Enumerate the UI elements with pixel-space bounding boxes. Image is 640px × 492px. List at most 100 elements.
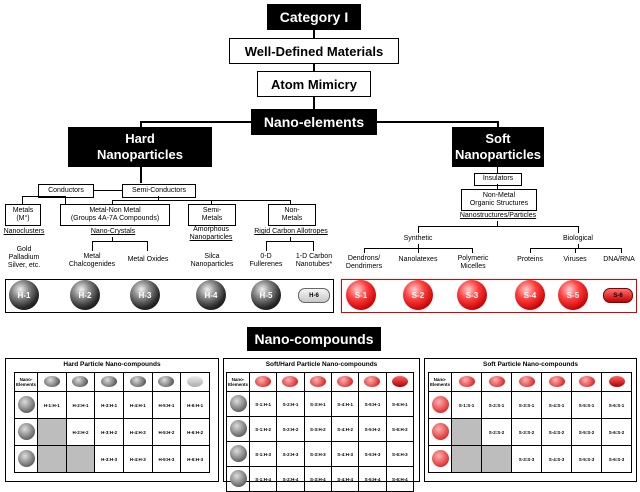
compound-cell: S-5:S-3	[571, 445, 602, 473]
hard-element-sphere: H-4	[196, 280, 226, 310]
compound-cell: S-6:H-4	[385, 466, 415, 492]
row-header-sphere	[17, 450, 35, 467]
column-header-sphere	[72, 376, 89, 387]
connector	[266, 241, 314, 242]
row-header	[226, 466, 250, 492]
connector	[418, 244, 419, 248]
compound-cell: S-3:H-3	[303, 441, 332, 467]
row-header-sphere	[229, 395, 247, 412]
row-header	[14, 445, 38, 473]
compound-cell: S-3:H-4	[303, 466, 332, 492]
connector	[418, 226, 578, 227]
connector	[313, 64, 315, 71]
nanotubes-line2: Nanotubes*	[295, 261, 333, 269]
row-header-sphere	[17, 396, 35, 413]
connector	[211, 200, 212, 204]
silica-line1: Silca	[204, 253, 220, 260]
non-metals-line1: Non-	[284, 206, 300, 214]
compound-cell	[451, 445, 482, 473]
corner-line1: Nano-	[19, 377, 33, 382]
column-header	[601, 372, 632, 392]
conductors-box: Conductors	[38, 184, 94, 198]
connector	[290, 200, 291, 204]
connector	[578, 244, 579, 248]
semi-metals-box: Semi- Metals	[188, 204, 236, 226]
column-header	[358, 372, 387, 392]
corner-cell: Nano-Elements	[14, 372, 38, 392]
column-header-sphere	[337, 376, 354, 387]
connector	[497, 121, 499, 127]
compound-cell: H-5:H-3	[151, 445, 182, 473]
silica-line2: Nanoparticles	[190, 261, 234, 269]
amorphous-label: Amorphous Nanoparticles	[183, 226, 239, 242]
corner-cell: Nano-Elements	[226, 372, 250, 392]
compound-cell: S-5:S-1	[571, 391, 602, 419]
silica-label: Silca Nanoparticles	[184, 253, 240, 269]
column-header	[37, 372, 67, 392]
soft-element-sphere: S-4	[515, 280, 545, 310]
compound-cell: S-2:S-1	[481, 391, 512, 419]
non-metals-line2: Metals	[281, 215, 303, 222]
polymeric-line1: Polymeric	[457, 255, 489, 262]
connector	[65, 196, 66, 204]
compound-cell: S-5:S-2	[571, 418, 602, 446]
synthetic-label: Synthetic	[403, 235, 433, 242]
gold-line2: Palladium	[8, 254, 40, 262]
metal-nonmetal-box: Metal-Non Metal (Groups 4A-7A Compounds)	[60, 204, 170, 226]
soft-element-sphere: S-1	[346, 280, 376, 310]
compound-cell: H-3:H-2	[94, 418, 124, 446]
column-header-sphere	[518, 376, 535, 387]
column-header	[451, 372, 482, 392]
softhard-compounds-title: Soft/Hard Particle Nano-compounds	[265, 361, 378, 368]
rigid-carbon-label: Rigid Carbon Allotropes	[254, 228, 328, 235]
connector	[92, 241, 93, 251]
dna-capsule: S-6	[603, 288, 633, 303]
row-header	[14, 391, 38, 419]
row-header-sphere	[229, 445, 247, 462]
dna-label: DNA/RNA	[603, 256, 635, 263]
column-header	[180, 372, 210, 392]
compound-cell	[37, 418, 67, 446]
metals-box: Metals (M°)	[5, 204, 41, 226]
compound-cell: S-4:H-3	[330, 441, 360, 467]
column-header	[571, 372, 602, 392]
amorphous-line2: Nanoparticles	[189, 234, 233, 242]
column-header-sphere	[255, 376, 272, 387]
gold-label: Gold Palladium Silver, etc.	[0, 246, 48, 270]
gold-line1: Gold	[16, 246, 32, 253]
compound-cell: S-3:S-3	[511, 445, 542, 473]
column-header	[330, 372, 360, 392]
column-header-sphere	[282, 376, 299, 387]
proteins-label: Proteins	[517, 256, 543, 263]
row-header-sphere	[431, 396, 449, 413]
column-header	[511, 372, 542, 392]
connector	[112, 237, 113, 241]
connector	[497, 221, 498, 226]
connector	[575, 248, 576, 253]
dendrons-label: Dendrons/ Dendrimers	[338, 255, 390, 271]
nanolatexes-label: Nanolatexes	[398, 256, 438, 263]
compound-cell: H-3:H-3	[94, 445, 124, 473]
hard-element-label: H-1	[17, 290, 31, 300]
row-header-sphere	[229, 420, 247, 437]
hard-compounds-title: Hard Particle Nano-compounds	[63, 361, 161, 368]
corner-line1: Nano-	[433, 377, 447, 382]
connector	[377, 121, 498, 123]
nonmetal-organic-box: Non-Metal Organic Structures	[461, 189, 537, 211]
soft-title-line1: Soft	[485, 131, 511, 147]
compound-cell: S-5:H-4	[358, 466, 387, 492]
compound-cell: S-1:S-1	[451, 391, 482, 419]
compound-cell: S-2:H-4	[276, 466, 305, 492]
soft-element-sphere: S-2	[403, 280, 433, 310]
compound-cell: S-3:S-2	[511, 418, 542, 446]
column-header-sphere	[43, 376, 60, 387]
compound-cell: H-4:H-2	[122, 418, 153, 446]
compound-cell: H-5:H-1	[151, 391, 182, 419]
fullerenes-label: 0-D Fullerenes	[244, 253, 288, 269]
hard-element-label: H-6	[309, 292, 319, 299]
gold-line3: Silver, etc.	[7, 262, 41, 270]
soft-elements-bar	[341, 279, 637, 313]
